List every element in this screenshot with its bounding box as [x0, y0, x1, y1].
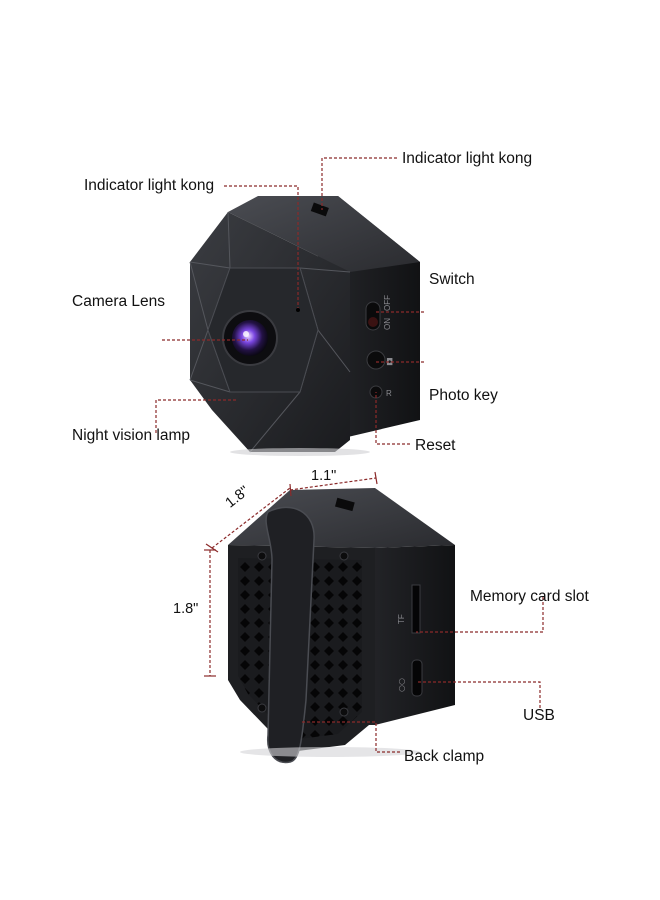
camera-top-face [228, 196, 420, 272]
switch-label-on: ON [383, 318, 392, 330]
label-photo-key: Photo key [429, 387, 498, 404]
label-reset: Reset [415, 437, 456, 454]
indicator-hole-front [296, 308, 300, 312]
label-indicator-light-top: Indicator light kong [402, 150, 533, 167]
reset-mark: R [386, 389, 392, 398]
label-dimension-height: 1.8" [173, 601, 199, 617]
label-indicator-light-front: Indicator light kong [84, 177, 215, 194]
usb-port [411, 659, 423, 697]
indicator-hole-top [310, 202, 329, 217]
label-switch: Switch [429, 271, 475, 288]
card-mark: TF [397, 614, 406, 624]
label-night-vision-lamp: Night vision lamp [72, 427, 191, 444]
label-usb: USB [523, 707, 555, 724]
label-memory-card-slot: Memory card slot [470, 588, 589, 605]
usb-mark: ○○ [397, 678, 406, 692]
back-top-face [228, 488, 455, 548]
label-back-clamp: Back clamp [404, 748, 485, 765]
label-camera-lens: Camera Lens [72, 293, 166, 310]
camera-back-view: TF ○○ [228, 488, 455, 764]
camera-front-view: ON OFF ◘ R [189, 196, 420, 456]
camera-lens [232, 320, 268, 356]
back-clamp [265, 506, 315, 764]
photo-key-button [366, 350, 386, 370]
dimension-ticks [204, 471, 378, 677]
back-side-face [355, 545, 455, 725]
label-dimension-width: 1.1" [311, 468, 337, 484]
photo-key-mark: ◘ [386, 358, 393, 368]
switch-label-off: OFF [383, 295, 392, 311]
memory-card-slot [411, 584, 421, 634]
leader-lines [155, 157, 544, 753]
